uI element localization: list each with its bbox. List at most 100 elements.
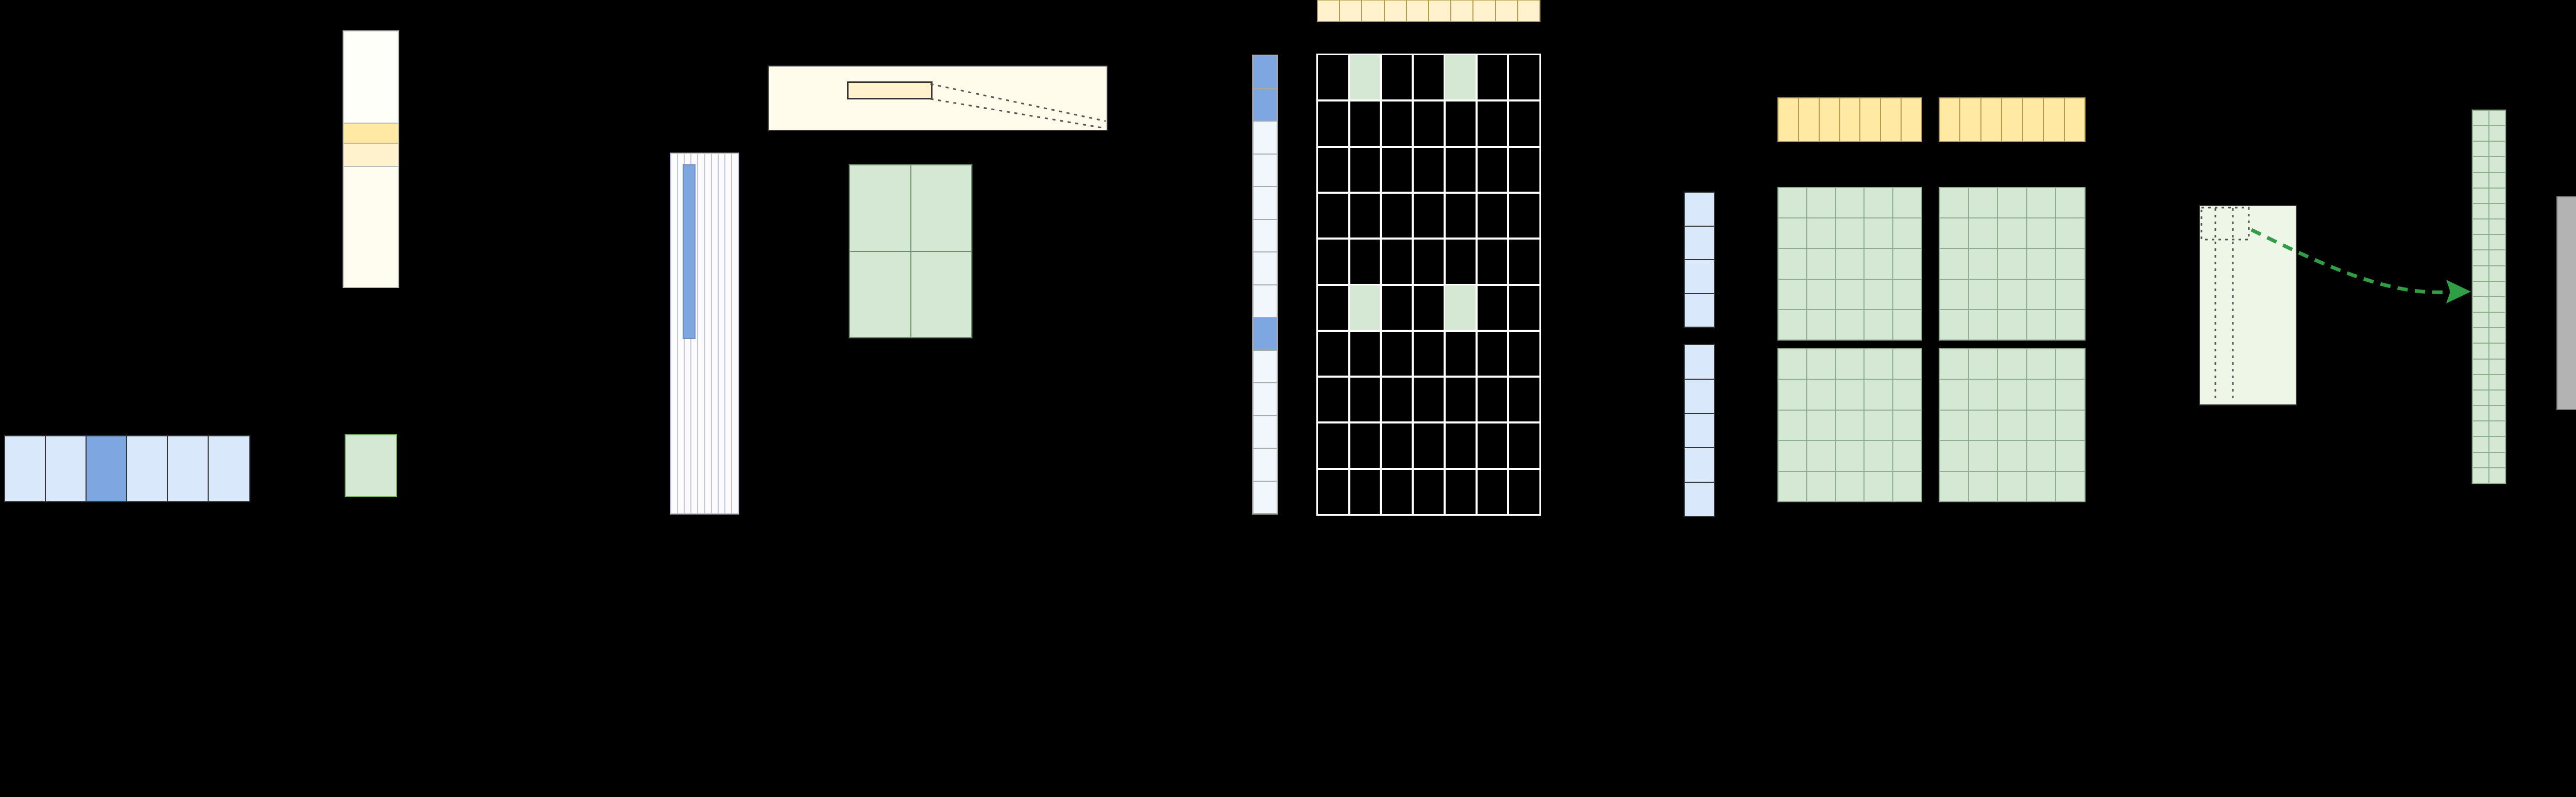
sparse-cell [1380, 329, 1414, 378]
green-cell [1863, 309, 1894, 341]
stripe-cell [670, 153, 679, 514]
sparse-cell [1412, 53, 1446, 102]
sparse-cell [1412, 145, 1446, 194]
green-cell [2488, 420, 2506, 437]
sparse-cell [1316, 376, 1350, 424]
green-cell [1997, 379, 2027, 411]
green-cell [1777, 348, 1807, 380]
sparse-cell [1475, 53, 1510, 102]
green-cell [2488, 312, 2506, 329]
green-cell [1806, 440, 1836, 472]
yellow-cell [2063, 97, 2086, 142]
green-cell [1863, 186, 1894, 219]
green-cell [849, 250, 911, 338]
green-cell [2472, 467, 2489, 484]
green-cell [1777, 217, 1807, 249]
green-cell [2026, 470, 2057, 503]
green-cell [2026, 278, 2057, 310]
green-cell [1777, 470, 1807, 503]
index-strip [1252, 55, 1278, 515]
green-cell [1997, 186, 2027, 219]
sequence-banner [768, 65, 1108, 131]
index-cell [1252, 218, 1278, 252]
green-cell [2472, 125, 2489, 142]
sparse-cell [1475, 329, 1510, 378]
stripe-cell [724, 153, 732, 514]
segment-white [343, 30, 399, 125]
green-cell [1968, 470, 1998, 503]
green-cell [1892, 379, 1922, 411]
green-cell [2488, 374, 2506, 391]
blue-cell [1684, 447, 1715, 483]
green-cell [2055, 217, 2086, 249]
green-cell [2055, 348, 2086, 380]
green-cell [2472, 265, 2489, 282]
cell-column-upper [1684, 192, 1715, 328]
yellow-cell [1383, 0, 1407, 22]
green-cell [1835, 379, 1865, 411]
sparse-cell [1348, 467, 1382, 516]
blue-cell [1684, 225, 1715, 260]
sparse-cell [1475, 376, 1510, 424]
green-cell [1939, 440, 1969, 472]
green-cell [1863, 470, 1894, 503]
sparse-cell [1316, 467, 1350, 516]
green-cell [1892, 470, 1922, 503]
yellow-cell [1818, 97, 1840, 142]
sparse-cell [1412, 283, 1446, 332]
green-cell [2026, 409, 2057, 442]
green-cell [1968, 278, 1998, 310]
green-cell [1835, 440, 1865, 472]
green-cell [2472, 420, 2489, 437]
index-cell-highlight [1252, 88, 1278, 122]
yellow-cell [2001, 97, 2023, 142]
green-cell [2488, 327, 2506, 344]
green-cell [2055, 248, 2086, 280]
sparse-cell [1348, 191, 1382, 240]
sparse-cell [1507, 421, 1541, 470]
green-cell [1863, 379, 1894, 411]
yellow-cell [1339, 0, 1363, 22]
token-cell [4, 435, 47, 502]
index-cell [1252, 153, 1278, 187]
green-cell [1777, 248, 1807, 280]
yellow-cell [1959, 97, 1981, 142]
stripe-cell [677, 153, 685, 514]
green-cell [2026, 309, 2057, 341]
green-cell [2488, 172, 2506, 189]
sparse-cell [1507, 191, 1541, 240]
green-cell [2026, 440, 2057, 472]
green-cell [2472, 436, 2489, 453]
sparse-cell [1443, 467, 1478, 516]
green-cell [2472, 109, 2489, 127]
selection-panel [2199, 205, 2297, 405]
green-cell [1835, 278, 1865, 310]
token-cell [126, 435, 169, 502]
sparse-cell [1380, 467, 1414, 516]
green-cell [1997, 470, 2027, 503]
sparse-cell [1507, 53, 1541, 102]
green-cell [1968, 440, 1998, 472]
green-cell [2488, 125, 2506, 142]
green-cell [1806, 186, 1836, 219]
yellow-cell [1938, 97, 1961, 142]
stripe-cell [717, 153, 725, 514]
token-cell [167, 435, 210, 502]
green-grid-bottom-left [1777, 348, 1922, 503]
green-cell [2472, 218, 2489, 235]
sparse-cell [1412, 329, 1446, 378]
index-cell-highlight [1252, 317, 1278, 351]
yellow-cell [1495, 0, 1518, 22]
green-cell [1892, 409, 1922, 442]
green-cell [2472, 249, 2489, 266]
sparse-cell [1475, 191, 1510, 240]
yellow-cell [1839, 97, 1861, 142]
blue-cell [1684, 378, 1715, 414]
sparse-cell [1316, 283, 1350, 332]
green-cell [2472, 405, 2489, 422]
sparse-cell [1316, 421, 1350, 470]
sparse-cell [1443, 191, 1478, 240]
index-cell [1252, 448, 1278, 482]
green-cell [2472, 172, 2489, 189]
sparse-cell-highlight [1443, 283, 1478, 332]
